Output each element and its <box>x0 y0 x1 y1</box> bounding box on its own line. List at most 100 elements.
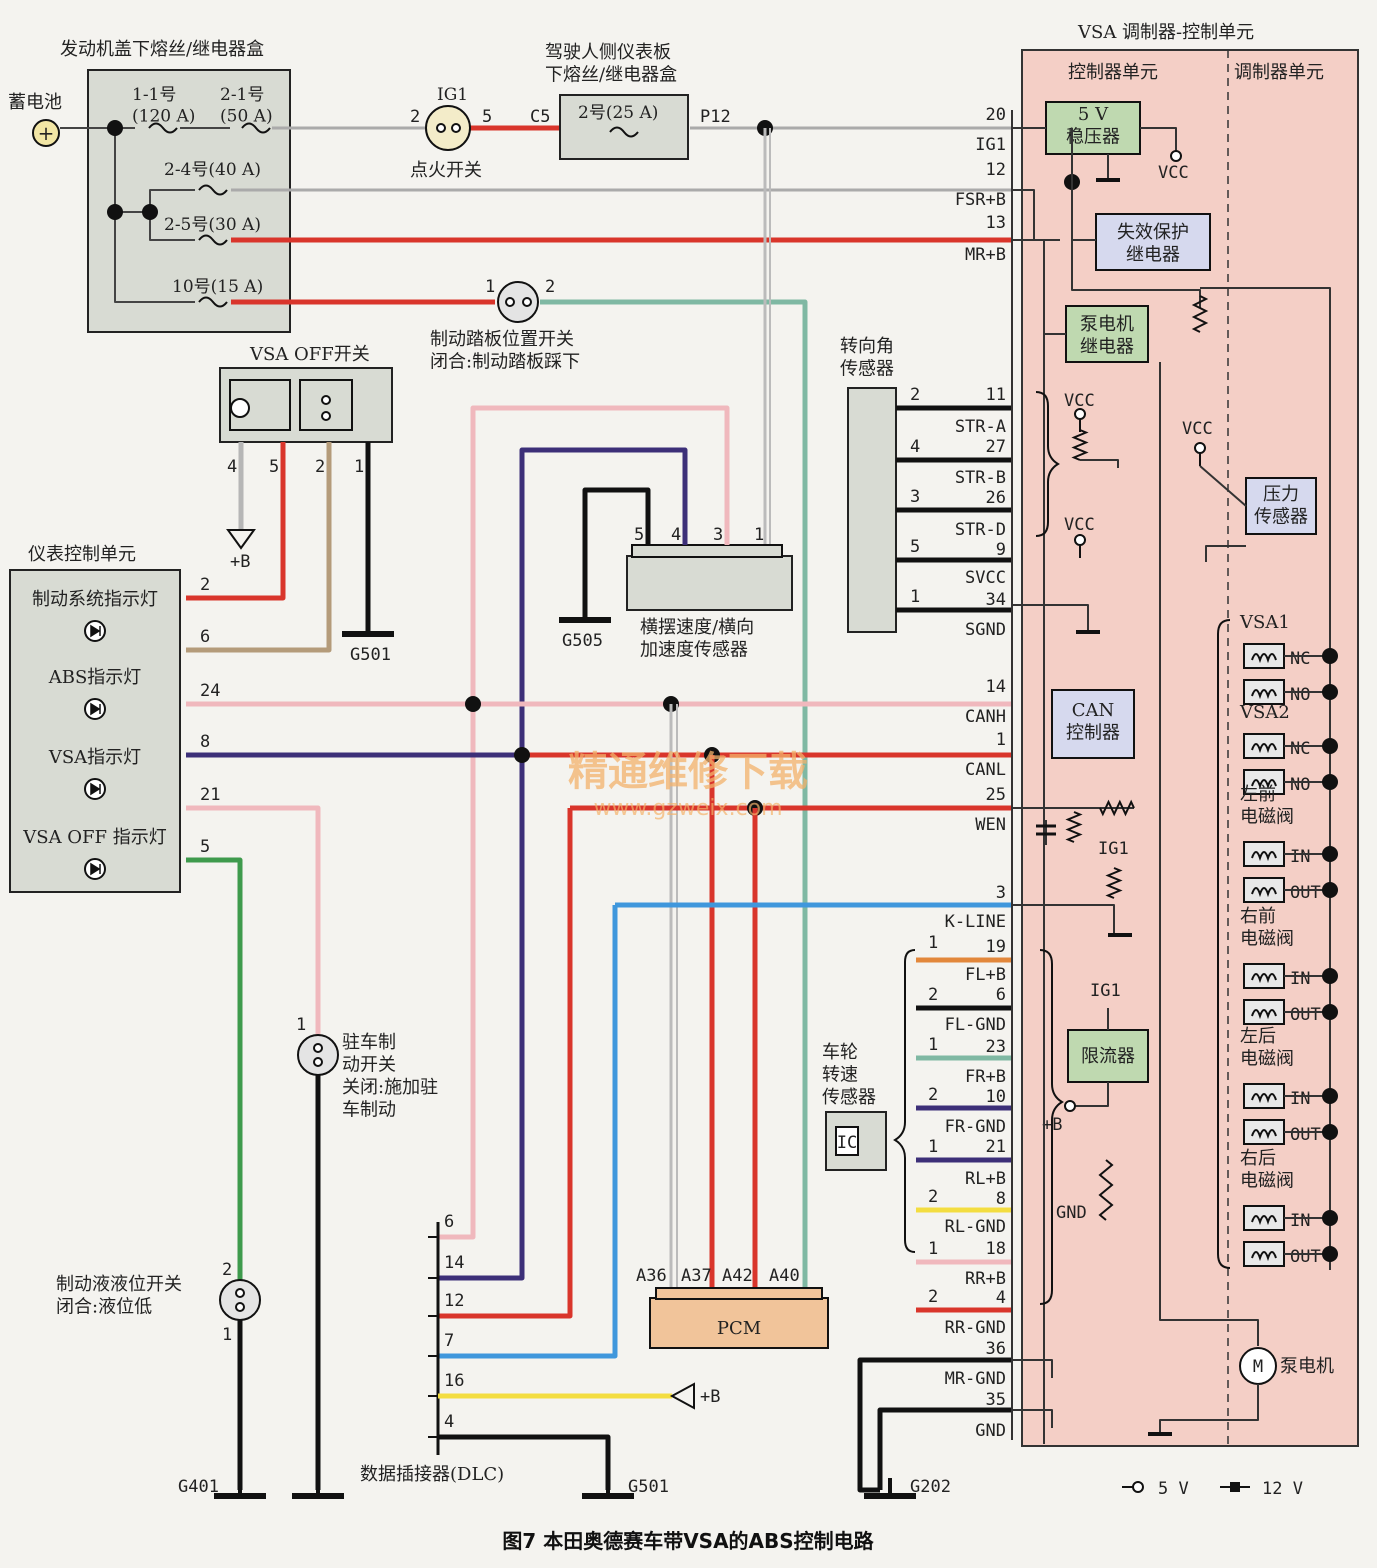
solenoid-coil-5-0 <box>1243 1205 1285 1231</box>
ig1-label-limiter: IG1 <box>1090 981 1121 1001</box>
pcm-pin-A37: A37 <box>681 1266 712 1286</box>
dash-fuse-box-title: 驾驶人侧仪表板下熔丝/继电器盒 <box>545 42 677 86</box>
valve-port-1-NC: NC <box>1290 739 1310 759</box>
wire-parking-brake <box>186 805 321 1040</box>
bus-junction-a <box>107 204 123 220</box>
fluid-level-pin-2: 2 <box>222 1260 232 1280</box>
solenoid-coil-0-1-winding <box>1251 689 1277 700</box>
dash-fuse-symbol <box>609 126 639 138</box>
vsa-signal-RR+B: RR+B <box>965 1269 1006 1289</box>
vsa-signal-CANH: CANH <box>965 707 1006 727</box>
parking-brake-switch <box>297 1034 339 1076</box>
vsa-pin-8: 8 <box>996 1189 1006 1209</box>
fluid-level-switch <box>219 1279 261 1321</box>
vsa-signal-MR-GND: MR-GND <box>945 1369 1006 1389</box>
wen-resistor <box>1099 799 1135 817</box>
vsa-signal-GND: GND <box>975 1421 1006 1441</box>
parking-brake-label: 驻车制动开关关闭:施加驻车制动 <box>342 1032 438 1121</box>
wheel-sensor-ic <box>835 1126 859 1156</box>
yaw-sensor-connector <box>631 544 783 558</box>
dlc-pin-6: 6 <box>444 1212 454 1232</box>
dlc-pin-7: 7 <box>444 1331 454 1351</box>
solenoid-coil-2-1 <box>1243 877 1285 903</box>
controller-unit-label: 控制器单元 <box>1068 62 1158 83</box>
vsa-off-pin-1: 1 <box>354 457 364 477</box>
valve-port-2-OUT: OUT <box>1290 883 1321 903</box>
solenoid-coil-5-1-winding <box>1251 1251 1277 1262</box>
vsa-signal-RL+B: RL+B <box>965 1169 1006 1189</box>
solenoid-coil-3-1 <box>1243 999 1285 1025</box>
vcc-terminal-pressure <box>1194 442 1206 454</box>
dlc-label: 数据插接器(DLC) <box>360 1464 504 1485</box>
wire-brake-pedal-pcm <box>540 299 808 1290</box>
vcc-label-svcc: VCC <box>1064 515 1095 535</box>
vsa-pin-36: 36 <box>986 1339 1006 1359</box>
valve-junction-1-1 <box>1322 774 1338 790</box>
yaw-rate-sensor <box>626 555 793 611</box>
vsa-pin-34: 34 <box>986 590 1006 610</box>
indicator-lamp-icon-2-diode <box>90 782 101 796</box>
valve-name-2: 左前电磁阀 <box>1240 784 1294 828</box>
vcc-label-pressure: VCC <box>1182 419 1213 439</box>
pump-motor-label: 泵电机 <box>1280 1356 1334 1377</box>
fluid-level-pin-1: 1 <box>222 1325 232 1345</box>
valve-junction-3-0 <box>1322 968 1338 984</box>
vsa-off-switch-label: VSA OFF开关 <box>249 344 370 365</box>
pcm-box <box>649 1297 829 1349</box>
wheel-rr-pin-2: 2 <box>928 1287 938 1307</box>
wheel-sensor-brace <box>893 949 916 1253</box>
ig1-resistor <box>1105 867 1123 899</box>
valve-port-5-OUT: OUT <box>1290 1247 1321 1267</box>
steering-pin-1: 1 <box>910 587 920 607</box>
fuse-2-5-symbol <box>198 234 228 246</box>
solenoid-coil-1-1-winding <box>1251 779 1277 790</box>
steering-pin-3: 3 <box>910 487 920 507</box>
failsafe-resistor <box>1191 295 1209 333</box>
pump-motor-feed <box>1159 362 1259 1346</box>
pump-motor-symbol: M <box>1253 1357 1263 1377</box>
wheel-sensor-label: 车轮转速传感器 <box>822 1042 876 1108</box>
wire-dlc-12 <box>438 808 573 1319</box>
vsa-off-pin-2: 2 <box>315 457 325 477</box>
gauge-pin-6: 6 <box>200 627 210 647</box>
battery-symbol <box>32 119 60 147</box>
wen-resistor-2 <box>1065 811 1083 843</box>
limiter-pot <box>1098 1159 1114 1221</box>
limiter-out <box>1074 1082 1109 1107</box>
valve-port-0-NO: NO <box>1290 685 1310 705</box>
indicator-lamp-icon-0-diode <box>90 624 101 638</box>
wheel-fr-pin-1: 1 <box>928 1035 938 1055</box>
wire-dlc-7 <box>438 905 618 1359</box>
vsa-off-lamp-frame <box>229 379 291 431</box>
gauge-pin-24: 24 <box>200 681 220 701</box>
solenoid-coil-4-1 <box>1243 1119 1285 1145</box>
vsa-signal-STR-A: STR-A <box>955 417 1006 437</box>
fuse-2-5: 2-5号(30 A) <box>164 215 261 235</box>
fuse-bus-25 <box>149 212 195 241</box>
fuse-2-4-symbol <box>198 184 228 196</box>
gauge-unit-title: 仪表控制单元 <box>28 544 136 565</box>
valve-junction-4-0 <box>1322 1088 1338 1104</box>
can-controller <box>1051 689 1135 759</box>
vsa-gnd-label: GND <box>1056 1203 1087 1223</box>
indicator-lamp-icon-1-diode <box>90 702 101 716</box>
fuse-10: 10号(15 A) <box>172 277 263 297</box>
failsafe-relay-label: 失效保护继电器 <box>1117 222 1189 266</box>
pressure-ground <box>1205 545 1246 562</box>
brake-pedal-switch <box>497 281 539 323</box>
solenoid-coil-3-0 <box>1243 963 1285 989</box>
solenoid-coil-3-1-winding <box>1251 1009 1277 1020</box>
yaw-pin-4: 4 <box>671 525 681 545</box>
valve-junction-1-0 <box>1322 738 1338 754</box>
valve-junction-0-0 <box>1322 648 1338 664</box>
wheel-rr-pin-1: 1 <box>928 1239 938 1259</box>
steer-gnd <box>1080 459 1119 468</box>
vsa-pin-35: 35 <box>986 1390 1006 1410</box>
vsa-off-lamp <box>230 398 250 418</box>
battery-plus: + <box>38 121 55 145</box>
vsa-off-plusb-arrow <box>226 529 256 550</box>
pcm-connector <box>655 1287 823 1300</box>
valve-junction-4-1 <box>1322 1124 1338 1140</box>
wheel-inner-brace <box>1039 949 1064 1305</box>
solenoid-coil-4-1-winding <box>1251 1129 1277 1140</box>
